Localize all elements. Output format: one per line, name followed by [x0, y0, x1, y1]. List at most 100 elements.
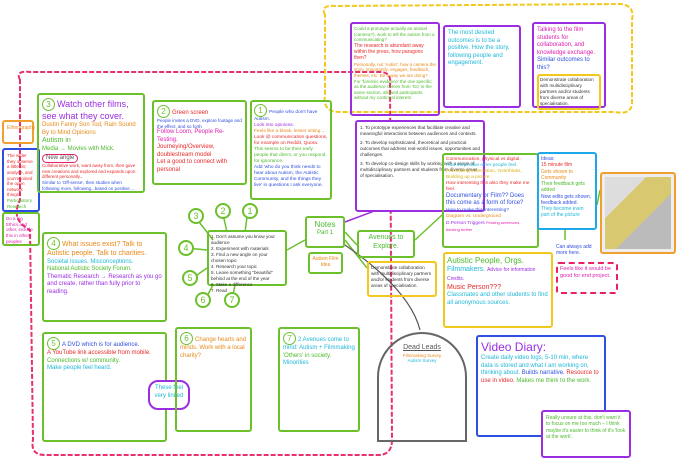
journeying-text: Journeying/Overview, doublestream model [157, 144, 215, 158]
objective-3: 3. To develop co-design skills by workin… [360, 160, 478, 178]
demo-collab-node: Demonstrate collaboration with multidisc… [367, 261, 437, 297]
number-badge: 6 [180, 332, 193, 345]
dvd-text: A DVD which is for audience. [62, 342, 140, 348]
idea-step: 15 minute film [541, 162, 573, 169]
number-badge: 7 [283, 332, 296, 345]
question-text: Add 'who do you think needs to hear abou… [254, 164, 323, 188]
others-text: 'Others' in society. [283, 352, 332, 359]
personal-text: Personally, not 'Autist', how a camera t… [354, 61, 436, 78]
notes-title: Notes [314, 220, 336, 229]
thematic-text: Thematic Research → Research as you go a… [47, 273, 162, 295]
outcome-text: The most desired outcomes is to be a pos… [448, 30, 510, 66]
comms-line: How they make other people feel. [446, 162, 518, 168]
comms-line: D.Person Triggers [446, 220, 485, 226]
comms-line: Processing information, Overthinks, Buil… [446, 168, 522, 180]
classmates-text: Classmates and other students to find al… [447, 292, 548, 306]
dvd-note: People invites a DVD, explore footage an… [157, 118, 242, 129]
objectives-box: 1. To prototype experiences that facilit… [355, 120, 485, 212]
comic-book-photo [605, 177, 671, 249]
principle-item: 4. Research your topic [211, 263, 257, 269]
research-question-box-2: The most desired outcomes is to be a pos… [443, 25, 521, 108]
principle-item: 3. Find a new angle on your chosen topic [211, 251, 268, 263]
photo-frame [600, 172, 676, 254]
comms-line: Flowing sentences, thinking further [446, 219, 521, 232]
advice-text: Advice for information Credits. [447, 267, 536, 282]
societal-text: Societal issues. Misconceptions. [47, 258, 134, 265]
reflection-note: Really unsure at this, don't want it to … [541, 410, 631, 458]
films-text: Dustin Fanny Son Tod, Rain Sound By to M… [42, 122, 136, 136]
idea-step: Now edits gets shown, feedback added. [541, 193, 592, 206]
music-text: Music Person??? [447, 283, 502, 291]
comms-line: How interesting this also they make me f… [446, 180, 530, 192]
typed-objective: Demonstrate collaboration with multidisc… [537, 74, 601, 110]
avenues-node: Avenues to Explore. [357, 230, 415, 258]
research-text: The research is abundant away within the… [354, 42, 424, 62]
question-text: Could a prototype actually an animal (ca… [354, 26, 435, 43]
objective-1: 1. To prototype experiences that facilit… [360, 125, 477, 136]
filmmakers-text: Filmmakers. [447, 266, 486, 273]
ideas-title: Ideas: [541, 156, 555, 162]
media-text: Media → Movies with Mick. [42, 146, 115, 152]
add-more-note: Can always add more here. [556, 244, 592, 257]
linked-note: These feel very linked [148, 380, 190, 410]
ethnography-box: Ethnography [2, 120, 35, 144]
circle-1: 1 [242, 203, 258, 219]
minorities-text: Minorities [283, 360, 309, 366]
comms-line: Documentary or Film?? Does this come as … [446, 192, 525, 207]
number-badge: 4 [47, 237, 60, 250]
idea-step: Their feedback gets added [541, 181, 585, 194]
connect-text: Let a good to connect with personal [157, 159, 228, 173]
dead-leads-title: Dead Leads [403, 344, 441, 351]
early-text: This seems to be their early people that… [254, 146, 326, 164]
diary-line: Builds narrative. [521, 370, 565, 376]
avenues-text: 2 Avenues come to mind: Autism + Filmmak… [283, 337, 355, 351]
similar-text: Similar outcomes to this? [537, 57, 590, 71]
diary-line: Makes me think to the work. [516, 377, 592, 384]
comms-line: How to make this interesting? [446, 207, 509, 213]
idea-step: Gets shown to Community [541, 168, 573, 181]
principle-item: 7. Read [211, 287, 228, 293]
principle-item: 6. Make a difference [211, 281, 253, 287]
circle-4: 4 [178, 240, 194, 256]
principle-item: 1. Don't assume you know your audience [211, 234, 275, 245]
objective-2: 2. To develop sophisticated, theoretical… [360, 139, 481, 157]
diary-line: Resource to use in video. [481, 370, 599, 384]
notes-subtitle: Part 1 [316, 230, 333, 236]
diary-line: Create daily video logs, 5-10 min, where… [481, 355, 589, 376]
dead-leads-gravestone: Dead Leads Filmmaking Survey Autism Surv… [377, 332, 467, 442]
number-badge: 5 [47, 337, 60, 350]
video-diary-box: Video Diary: Create daily video logs, 5-… [476, 335, 606, 437]
similar-note: Similar to 'Off-sense', then studies whe… [42, 179, 135, 191]
circle-5: 5 [182, 270, 198, 286]
end-project-note: Feels like it would be good for end proj… [556, 262, 618, 294]
circle-3: 3 [188, 208, 204, 224]
circle-7: 7 [224, 292, 240, 308]
dead-lead-item: Filmmaking Survey [402, 352, 442, 358]
autism-text: Autism in [42, 137, 71, 145]
box-title: Watch other films, see what they cover. [42, 99, 129, 121]
video-diary-title: Video Diary: [481, 340, 547, 354]
circle-2: 2 [215, 203, 231, 219]
people-text: People who don't have Autism. [254, 110, 318, 122]
research-question-box-1: Could a prototype actually an animal (ca… [350, 22, 440, 116]
principle-item: 2. Experiment with materials [211, 245, 269, 251]
charity-text: Change hearts and minds. Work with a loc… [180, 337, 247, 359]
autism-film-idea-node: Autism Film Idea [308, 252, 343, 274]
number-badge: 2 [157, 105, 170, 118]
number-badge: 1 [254, 104, 267, 117]
green-screen-text: Green screen [172, 110, 209, 116]
forum-text: National Autistic Society Forum. [47, 266, 132, 273]
heard-text: Make people feel heard. [47, 365, 112, 371]
youtube-text: A YouTube link accessible from mobile. [47, 350, 151, 356]
principles-list: 1. Don't assume you know your audience 2… [207, 230, 287, 293]
collab-text: Talking to the film students for collabo… [537, 27, 596, 56]
notes-node: Notes Part 1 [305, 216, 345, 248]
circle-6: 6 [195, 292, 211, 308]
evidence-text: For 'forensic evidence' the one specific… [354, 78, 433, 101]
participatory-label: Participatory Research [7, 198, 33, 209]
communication-box: Communication, physical vs digital. How … [442, 153, 539, 248]
